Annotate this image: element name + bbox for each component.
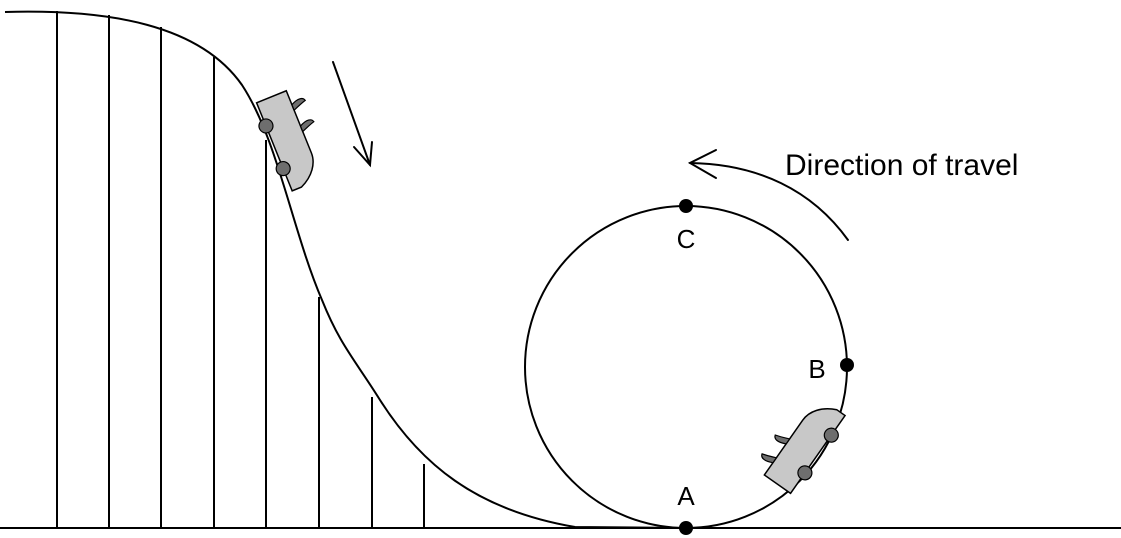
car-seat [761, 453, 778, 464]
car-seat [774, 434, 791, 445]
curved-arrow-icon [687, 149, 849, 241]
point-c-label: C [677, 224, 696, 254]
point-a-label: A [677, 481, 695, 511]
car-body [763, 408, 847, 495]
point-b-label: B [808, 354, 825, 384]
car-body [255, 89, 314, 192]
car-wheel [275, 160, 291, 177]
car-wheel [258, 118, 274, 134]
point-c-marker [679, 199, 693, 213]
car-seat [291, 97, 307, 112]
car-wheel [797, 465, 813, 481]
roller-coaster-car-icon [255, 89, 315, 192]
support-posts [56, 11, 425, 528]
car-seat [299, 119, 315, 133]
coaster-track [4, 10, 687, 529]
direction-of-travel-label: Direction of travel [785, 149, 1018, 182]
car-wheel [823, 427, 839, 443]
roller-coaster-car-icon [761, 408, 847, 495]
point-a-marker [679, 521, 693, 535]
point-b-marker [840, 358, 854, 372]
down-arrow-icon [332, 61, 373, 168]
